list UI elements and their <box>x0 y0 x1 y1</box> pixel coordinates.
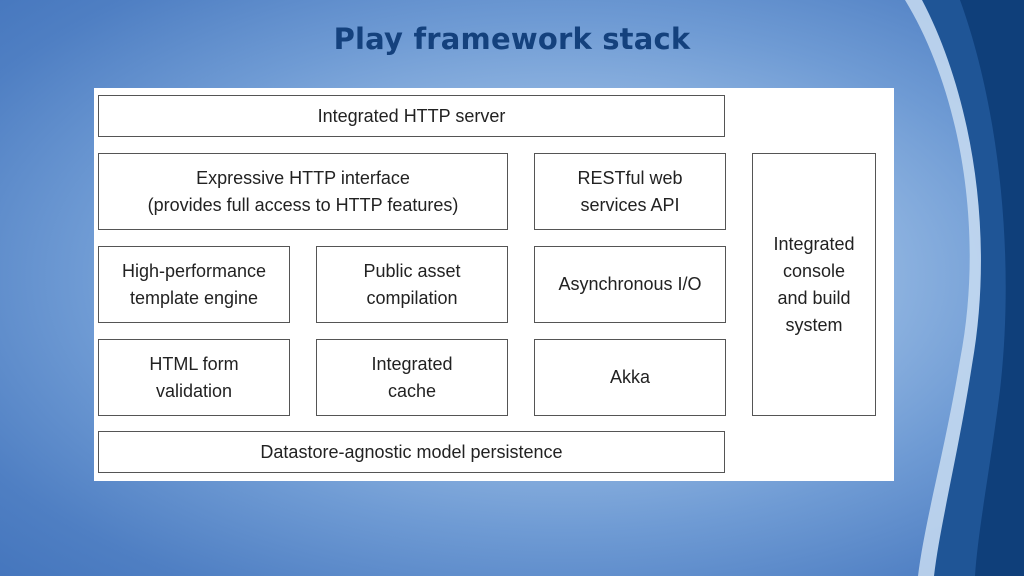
box-html-form-validation: HTML form validation <box>98 339 290 416</box>
box-model-persistence: Datastore-agnostic model persistence <box>98 431 725 473</box>
box-expressive-http-interface: Expressive HTTP interface (provides full… <box>98 153 508 230</box>
label-html-form-validation: HTML form validation <box>149 353 239 401</box>
label-expressive-http-interface: Expressive HTTP interface (provides full… <box>147 167 459 215</box>
label-akka: Akka <box>609 367 651 387</box>
label-model-persistence: Datastore-agnostic model persistence <box>260 441 563 462</box>
box-integrated-console: Integrated console and build system <box>752 153 876 416</box>
label-asynchronous-io: Asynchronous I/O <box>558 274 702 294</box>
label-restful-api: RESTful web services API <box>577 167 683 215</box>
box-asynchronous-io: Asynchronous I/O <box>534 246 726 323</box>
swoosh-darkest-band <box>960 0 1024 576</box>
label-template-engine: High-performance template engine <box>121 260 267 308</box>
box-akka: Akka <box>534 339 726 416</box>
box-integrated-cache: Integrated cache <box>316 339 508 416</box>
diagram-panel: Integrated HTTP server Expressive HTTP i… <box>94 88 894 481</box>
box-restful-api: RESTful web services API <box>534 153 726 230</box>
box-asset-compilation: Public asset compilation <box>316 246 508 323</box>
box-integrated-http-server: Integrated HTTP server <box>98 95 725 137</box>
label-integrated-http-server: Integrated HTTP server <box>317 105 506 126</box>
slide-title: Play framework stack <box>333 22 691 56</box>
box-template-engine: High-performance template engine <box>98 246 290 323</box>
label-integrated-cache: Integrated cache <box>371 353 453 401</box>
label-asset-compilation: Public asset compilation <box>363 260 461 308</box>
label-integrated-console: Integrated console and build system <box>773 233 855 335</box>
